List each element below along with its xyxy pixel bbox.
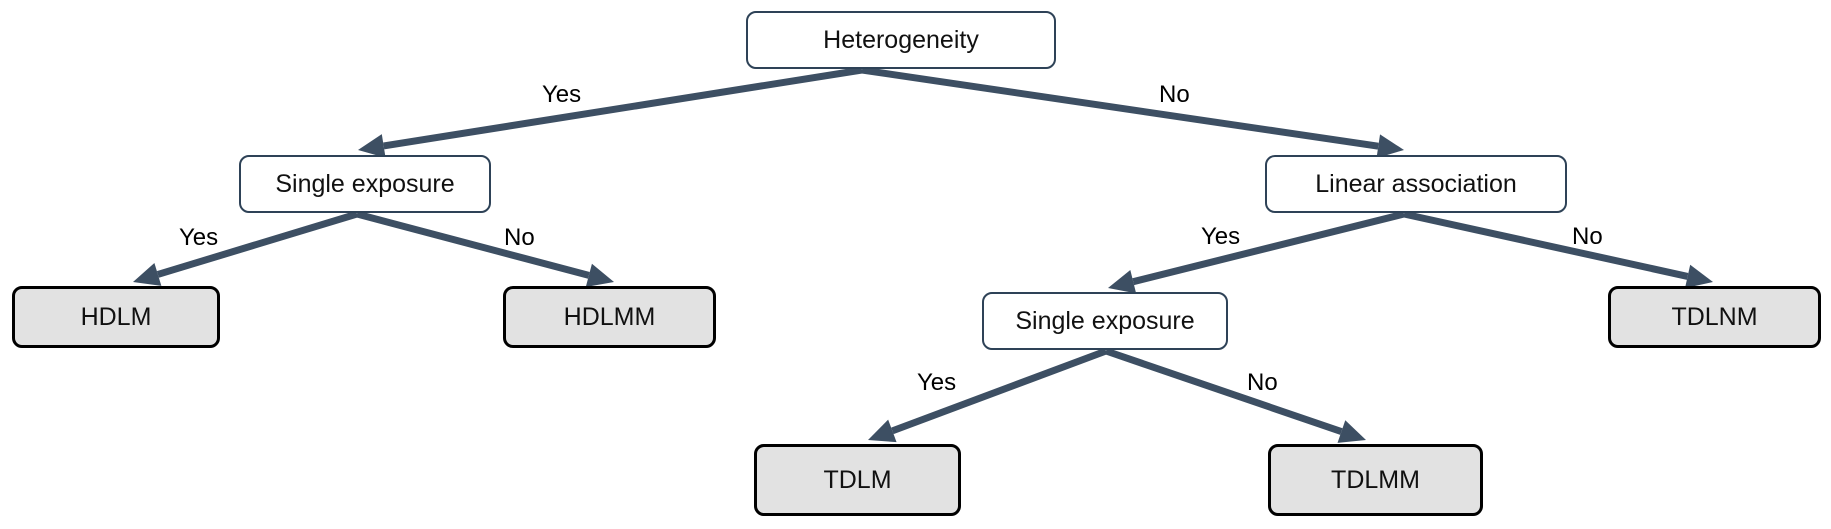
node-label: Single exposure: [275, 169, 455, 198]
label-root-no: No: [1159, 81, 1190, 108]
label-linear-no: No: [1572, 223, 1603, 250]
arrowhead-icon: [358, 134, 386, 158]
edge-single-exposure-right-to-tdlm: [868, 347, 1108, 443]
arrowhead-icon: [1685, 264, 1713, 289]
node-label: HDLMM: [563, 302, 656, 331]
arrowhead-icon: [133, 262, 162, 286]
edge-shaft: [891, 347, 1108, 435]
edge-shaft: [383, 66, 863, 150]
node-label: Heterogeneity: [823, 25, 979, 54]
edge-shaft: [356, 210, 590, 279]
edge-single-exposure-left-to-hdlm: [133, 210, 359, 286]
node-linear-association[interactable]: Linear association: [1265, 155, 1567, 213]
label-single-right-no: No: [1247, 369, 1278, 396]
node-label: HDLM: [80, 302, 152, 331]
node-tdlnm[interactable]: TDLNM: [1608, 286, 1821, 348]
label-single-right-yes: Yes: [917, 369, 957, 396]
edge-heterogeneity-to-linear-association: [861, 66, 1404, 159]
arrowhead-icon: [1376, 134, 1404, 159]
edge-linear-association-to-single-exposure-right: [1108, 210, 1405, 294]
label-linear-yes: Yes: [1201, 223, 1241, 250]
node-heterogeneity[interactable]: Heterogeneity: [746, 11, 1056, 69]
node-single-exposure-right[interactable]: Single exposure: [982, 292, 1228, 350]
node-single-exposure-left[interactable]: Single exposure: [239, 155, 491, 213]
node-hdlmm[interactable]: HDLMM: [503, 286, 716, 348]
arrowhead-icon: [868, 419, 897, 443]
edge-single-exposure-right-to-tdlmm: [1104, 347, 1366, 443]
arrowhead-icon: [585, 263, 614, 287]
edge-shaft: [1403, 210, 1689, 280]
label-left-yes: Yes: [179, 224, 219, 251]
edge-shaft: [861, 66, 1379, 150]
node-label: Linear association: [1315, 169, 1517, 198]
node-label: TDLNM: [1671, 302, 1758, 331]
node-tdlm[interactable]: TDLM: [754, 444, 961, 516]
label-left-no: No: [504, 224, 535, 251]
edge-linear-association-to-tdlnm: [1403, 210, 1713, 289]
edge-shaft: [1104, 347, 1343, 435]
node-tdlmm[interactable]: TDLMM: [1268, 444, 1483, 516]
node-label: TDLM: [823, 465, 892, 494]
edge-shaft: [156, 210, 359, 278]
arrowhead-icon: [1337, 420, 1366, 443]
node-hdlm[interactable]: HDLM: [12, 286, 220, 348]
label-root-yes: Yes: [542, 81, 582, 108]
node-label: TDLMM: [1331, 465, 1420, 494]
edge-heterogeneity-to-single-exposure-left: [358, 66, 863, 158]
edge-single-exposure-left-to-hdlmm: [356, 210, 614, 287]
edge-shaft: [1132, 210, 1405, 286]
node-label: Single exposure: [1015, 306, 1195, 335]
arrowhead-icon: [1108, 270, 1137, 294]
